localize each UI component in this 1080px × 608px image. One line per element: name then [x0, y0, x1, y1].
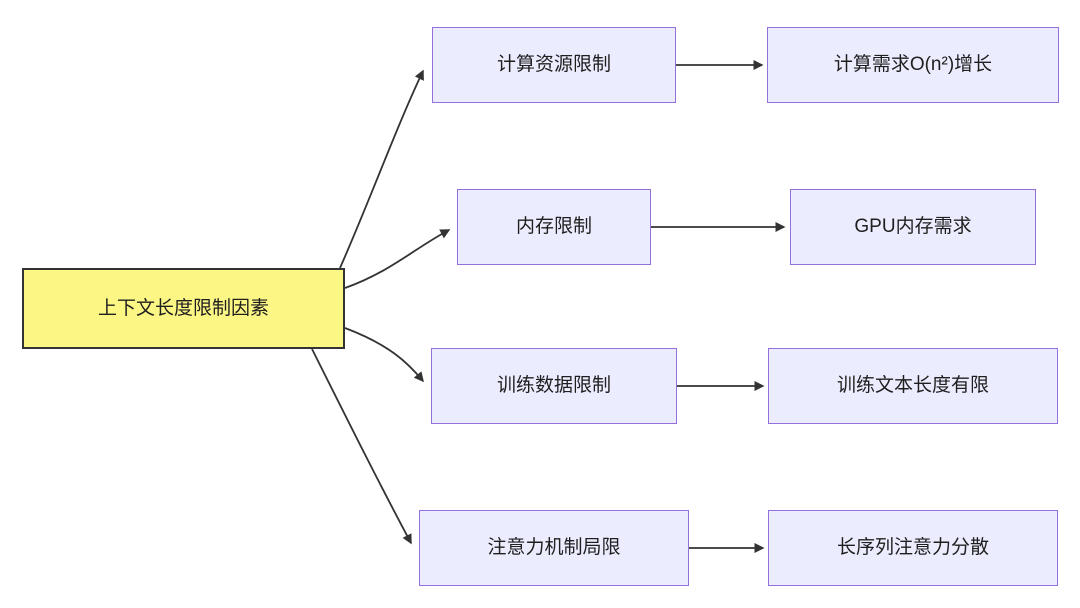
node-cause-4: 注意力机制局限 — [419, 510, 689, 586]
node-effect-1-label: 计算需求O(n²)增长 — [833, 54, 993, 76]
node-effect-2-label: GPU内存需求 — [854, 216, 972, 238]
node-cause-1: 计算资源限制 — [432, 27, 676, 103]
node-cause-3-label: 训练数据限制 — [496, 375, 611, 397]
edge-root-to-cause-3 — [344, 327, 424, 383]
node-root: 上下文长度限制因素 — [22, 268, 345, 349]
node-effect-4-label: 长序列注意力分散 — [836, 537, 989, 559]
node-effect-3-label: 训练文本长度有限 — [836, 375, 989, 397]
edge-root-to-cause-4 — [311, 348, 412, 545]
node-cause-1-label: 计算资源限制 — [496, 54, 611, 76]
node-effect-4: 长序列注意力分散 — [768, 510, 1058, 586]
node-effect-2: GPU内存需求 — [790, 189, 1036, 265]
node-cause-2: 内存限制 — [457, 189, 651, 265]
node-cause-2-label: 内存限制 — [515, 216, 592, 238]
node-root-label: 上下文长度限制因素 — [97, 297, 269, 319]
node-effect-3: 训练文本长度有限 — [768, 348, 1058, 424]
node-cause-4-label: 注意力机制局限 — [487, 537, 621, 559]
node-effect-1: 计算需求O(n²)增长 — [767, 27, 1059, 103]
edge-root-to-cause-2 — [344, 229, 451, 289]
edge-root-to-cause-1 — [339, 69, 424, 269]
node-cause-3: 训练数据限制 — [431, 348, 677, 424]
